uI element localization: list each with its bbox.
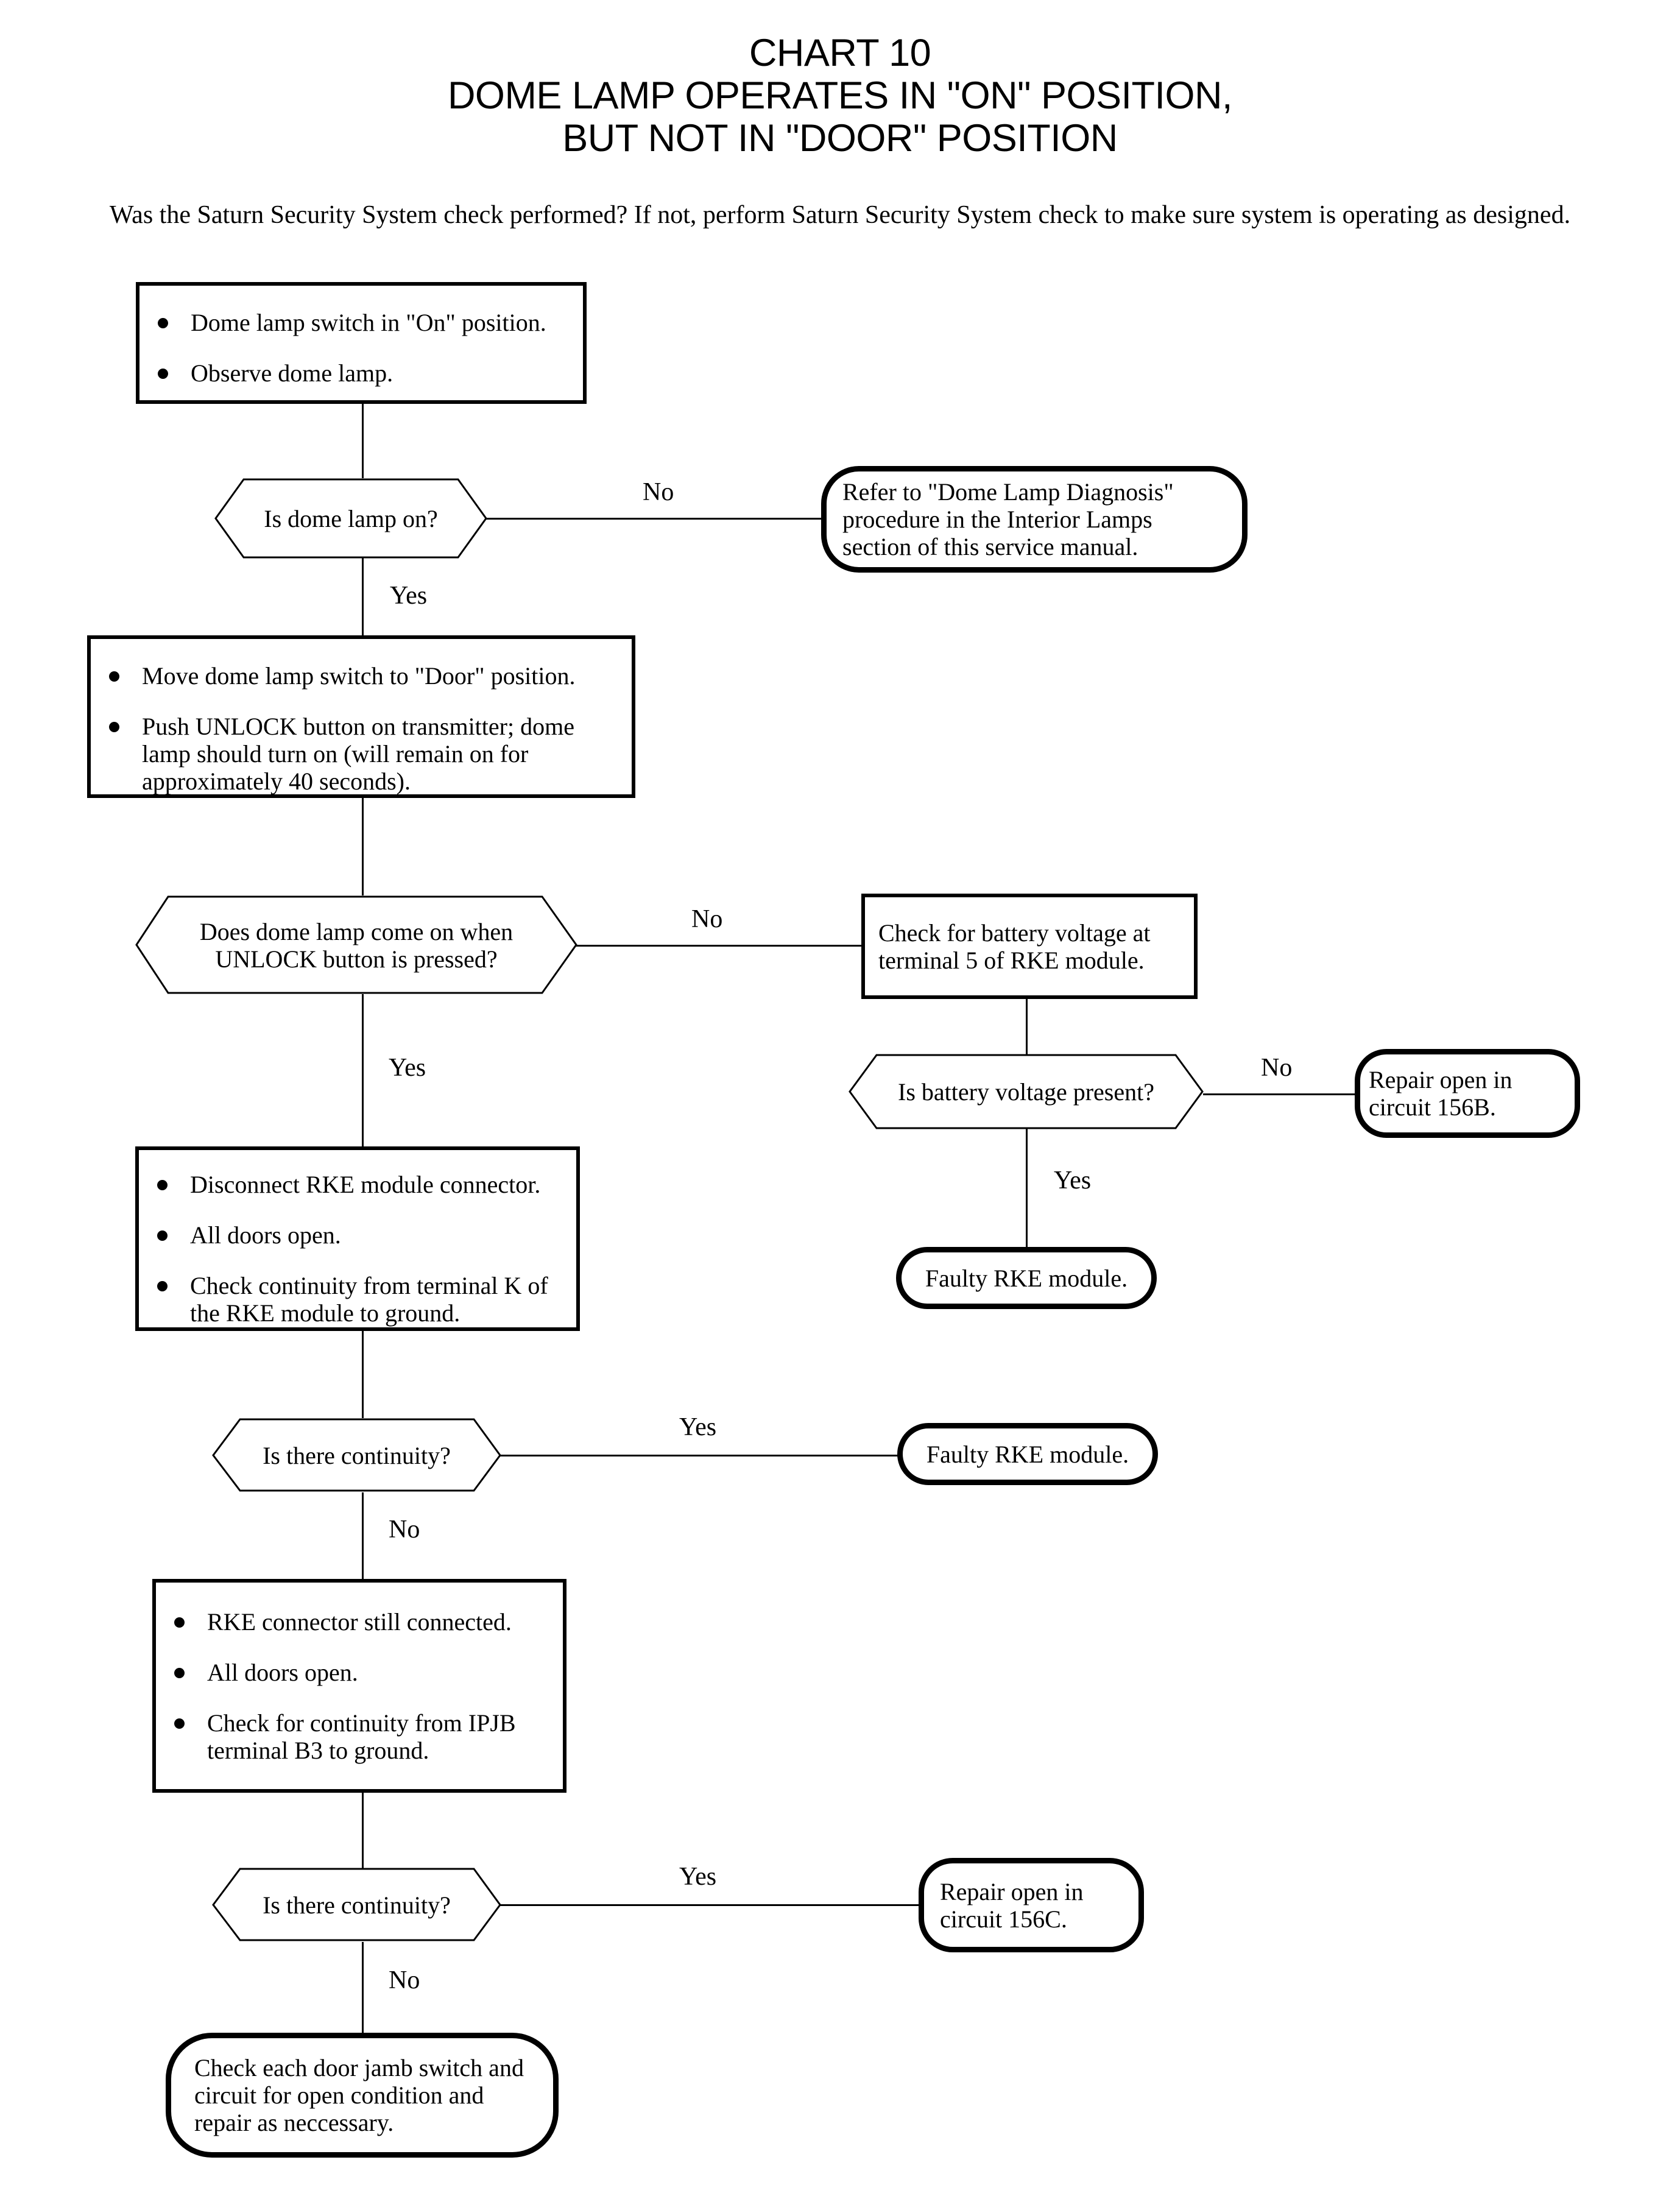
connector-dec1-no bbox=[485, 518, 822, 520]
bullet-list: RKE connector still connected. All doors… bbox=[161, 1608, 553, 1764]
terminal-label: Refer to "Dome Lamp Diagnosis" procedure… bbox=[842, 478, 1174, 560]
bullet-list: Move dome lamp switch to "Door" position… bbox=[96, 662, 622, 795]
connector-dec1-to-proc2 bbox=[362, 557, 364, 635]
chart-title-line-3: BUT NOT IN "DOOR" POSITION bbox=[562, 117, 1118, 160]
branch-label-dec2-no: No bbox=[691, 905, 723, 933]
branch-label-dec3-yes: Yes bbox=[679, 1413, 717, 1441]
chart-title-line-2: DOME LAMP OPERATES IN "ON" POSITION, bbox=[447, 74, 1233, 117]
decision-label-line-2: UNLOCK button is pressed? bbox=[215, 945, 498, 973]
intro-paragraph: Was the Saturn Security System check per… bbox=[109, 201, 1571, 229]
hexagon-shape bbox=[849, 1054, 1204, 1129]
decision-is-there-continuity-2: Is there continuity? bbox=[212, 1868, 501, 1942]
connector-procbatt-to-decbatt bbox=[1026, 999, 1028, 1078]
hexagon-shape bbox=[212, 1418, 501, 1492]
hexagon-shape bbox=[212, 1868, 501, 1941]
list-item: Move dome lamp switch to "Door" position… bbox=[96, 662, 622, 690]
branch-label-dec4-no: No bbox=[389, 1966, 420, 1994]
terminal-label: Check each door jamb switch and circuit … bbox=[194, 2054, 524, 2136]
process-box-check-battery-voltage: Check for battery voltage at terminal 5 … bbox=[861, 894, 1198, 999]
connector-dec3-to-proc4 bbox=[362, 1492, 364, 1579]
process-box-rke-connector-still-connected: RKE connector still connected. All doors… bbox=[152, 1579, 566, 1793]
decision-does-dome-lamp-come-on: Does dome lamp come on when UNLOCK butto… bbox=[135, 895, 577, 995]
terminal-repair-open-156b: Repair open in circuit 156B. bbox=[1355, 1049, 1580, 1138]
connector-decbatt-to-faulty1 bbox=[1026, 1128, 1028, 1249]
terminal-check-door-jamb-switch: Check each door jamb switch and circuit … bbox=[166, 2033, 559, 2158]
process-box-dome-lamp-on: Dome lamp switch in "On" position. Obser… bbox=[136, 282, 587, 404]
terminal-label: Repair open in circuit 156B. bbox=[1369, 1066, 1512, 1121]
list-item: All doors open. bbox=[144, 1221, 566, 1249]
terminal-repair-open-156c: Repair open in circuit 156C. bbox=[919, 1858, 1144, 1952]
decision-label: Is battery voltage present? bbox=[898, 1078, 1154, 1106]
process-box-disconnect-rke-connector: Disconnect RKE module connector. All doo… bbox=[135, 1146, 580, 1331]
decision-is-there-continuity-1: Is there continuity? bbox=[212, 1418, 501, 1492]
connector-proc1-to-dec1 bbox=[362, 404, 364, 478]
branch-label-decbatt-yes: Yes bbox=[1054, 1167, 1092, 1195]
list-item: All doors open. bbox=[161, 1659, 553, 1686]
connector-proc3-to-dec3 bbox=[362, 1331, 364, 1418]
terminal-label: Faulty RKE module. bbox=[925, 1264, 1128, 1292]
list-item: Observe dome lamp. bbox=[144, 359, 573, 387]
terminal-faulty-rke-module-right: Faulty RKE module. bbox=[896, 1247, 1157, 1309]
decision-is-dome-lamp-on: Is dome lamp on? bbox=[214, 478, 487, 559]
branch-label-dec4-yes: Yes bbox=[679, 1863, 717, 1891]
connector-dec4-to-doorjamb bbox=[362, 1942, 364, 2033]
hexagon-shape bbox=[135, 895, 577, 994]
branch-label-decbatt-no: No bbox=[1261, 1054, 1293, 1082]
bullet-list: Disconnect RKE module connector. All doo… bbox=[144, 1171, 566, 1327]
branch-label-dec1-no: No bbox=[643, 478, 674, 506]
branch-label-dec1-yes: Yes bbox=[390, 582, 428, 610]
connector-proc4-to-dec4 bbox=[362, 1793, 364, 1890]
branch-label-dec3-no: No bbox=[389, 1516, 420, 1544]
connector-proc2-to-dec2 bbox=[362, 798, 364, 895]
process-box-move-switch-door: Move dome lamp switch to "Door" position… bbox=[87, 635, 635, 798]
connector-dec3-yes bbox=[499, 1455, 898, 1456]
terminal-refer-dome-lamp-diagnosis: Refer to "Dome Lamp Diagnosis" procedure… bbox=[821, 466, 1248, 573]
branch-label-dec2-yes: Yes bbox=[389, 1054, 426, 1082]
connector-dec2-to-proc3 bbox=[362, 994, 364, 1146]
terminal-faulty-rke-module-continuity: Faulty RKE module. bbox=[897, 1423, 1158, 1485]
hexagon-shape bbox=[214, 478, 487, 559]
connector-decbatt-no bbox=[1203, 1093, 1355, 1095]
decision-label: Is there continuity? bbox=[263, 1891, 451, 1919]
terminal-label: Repair open in circuit 156C. bbox=[940, 1877, 1084, 1933]
list-item: Check continuity from terminal K of the … bbox=[144, 1272, 566, 1327]
connector-dec4-yes bbox=[499, 1904, 920, 1906]
decision-label: Does dome lamp come on when UNLOCK butto… bbox=[135, 895, 577, 995]
terminal-label: Faulty RKE module. bbox=[926, 1440, 1129, 1468]
list-item: Check for continuity from IPJB terminal … bbox=[161, 1709, 553, 1764]
process-label: Check for battery voltage at terminal 5 … bbox=[878, 919, 1151, 974]
connector-dec2-no bbox=[576, 945, 863, 947]
chart-title: CHART 10 DOME LAMP OPERATES IN "ON" POSI… bbox=[0, 32, 1680, 160]
list-item: RKE connector still connected. bbox=[161, 1608, 553, 1636]
list-item: Disconnect RKE module connector. bbox=[144, 1171, 566, 1198]
decision-label: Is dome lamp on? bbox=[264, 505, 438, 532]
list-item: Push UNLOCK button on transmitter; dome … bbox=[96, 713, 622, 795]
bullet-list: Dome lamp switch in "On" position. Obser… bbox=[144, 309, 573, 387]
list-item: Dome lamp switch in "On" position. bbox=[144, 309, 573, 336]
decision-is-battery-voltage-present: Is battery voltage present? bbox=[849, 1054, 1204, 1130]
decision-label: Is there continuity? bbox=[263, 1441, 451, 1469]
chart-title-line-1: CHART 10 bbox=[749, 32, 931, 74]
decision-label-line-1: Does dome lamp come on when bbox=[199, 917, 514, 945]
